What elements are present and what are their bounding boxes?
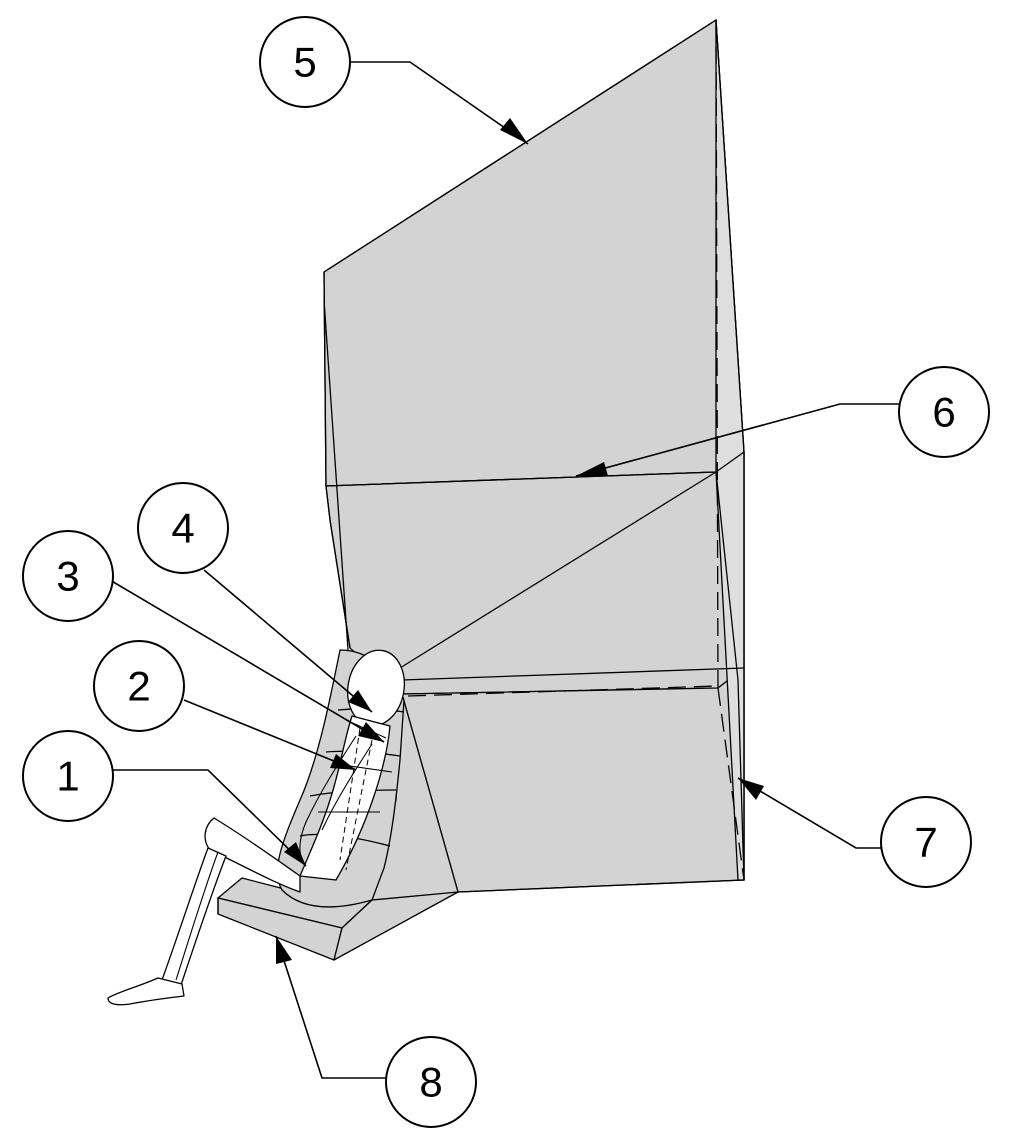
- callout-8-circle: [385, 1036, 477, 1128]
- occupant-torso-hidden: [339, 727, 373, 871]
- occupant-foot: [107, 977, 185, 1006]
- back-wall: [323, 18, 745, 893]
- callout-3: 3: [22, 530, 114, 622]
- back-wall-hidden-vertical: [715, 19, 719, 689]
- callout-7: 7: [880, 796, 972, 888]
- leader-8: [275, 935, 386, 1079]
- back-wall-inner-left-edge: [323, 299, 349, 651]
- callout-7-circle: [880, 796, 972, 888]
- arrowhead-8: [276, 936, 292, 964]
- callout-1-circle: [22, 730, 114, 822]
- callout-5: 5: [259, 16, 351, 108]
- callout-6-circle: [898, 366, 990, 458]
- callout-2-label: 2: [127, 663, 150, 710]
- occupant-shin-inner: [175, 851, 219, 981]
- leader-5: [350, 61, 529, 145]
- occupant-arm-outer: [321, 743, 373, 831]
- callout-1: 1: [22, 730, 114, 822]
- callout-4-label: 4: [171, 505, 194, 552]
- back-wall-left-edge: [323, 271, 351, 649]
- back-wall-hidden-lower: [717, 687, 745, 881]
- callout-3-circle: [22, 530, 114, 622]
- back-wall-mid-edge: [325, 471, 717, 487]
- arrowhead-7: [738, 778, 764, 800]
- leaders: [109, 61, 900, 1079]
- callout-5-circle: [259, 16, 351, 108]
- callout-2-circle: [93, 640, 185, 732]
- callout-4-circle: [137, 482, 229, 574]
- callout-8: 8: [385, 1036, 477, 1128]
- leader-3: [109, 579, 385, 743]
- occupant-shin: [161, 847, 227, 989]
- arrowhead-5: [500, 118, 528, 144]
- back-wall-diagonal-brace: [399, 471, 717, 669]
- callout-6: 6: [898, 366, 990, 458]
- callout-5-label: 5: [293, 39, 316, 86]
- arrowhead-1: [284, 842, 306, 866]
- leader-6: [575, 403, 900, 477]
- callout-8-label: 8: [419, 1059, 442, 1106]
- back-wall-mid-edge-right: [715, 451, 745, 473]
- leader-2: [183, 699, 357, 771]
- callout-2: 2: [93, 640, 185, 732]
- back-wall-base-panel: [401, 667, 745, 893]
- leader-1: [112, 769, 307, 867]
- callout-7-label: 7: [914, 819, 937, 866]
- occupant-thigh: [204, 817, 301, 893]
- back-wall-lower-cross-edge: [401, 667, 745, 681]
- back-wall-right-inner-edge: [715, 471, 745, 881]
- occupant-arm: [299, 735, 357, 861]
- callout-6-label: 6: [932, 389, 955, 436]
- leader-4: [203, 569, 373, 713]
- arrowhead-6: [576, 462, 608, 476]
- seat-base-side: [333, 891, 459, 961]
- leader-7: [737, 777, 882, 849]
- callout-1-label: 1: [56, 753, 79, 800]
- back-wall-upper-panel: [323, 19, 745, 487]
- arrowhead-2: [330, 754, 356, 770]
- seated-occupant: [107, 649, 406, 1006]
- occupant-torso: [299, 715, 391, 881]
- callout-3-label: 3: [56, 553, 79, 600]
- callouts: 5 6 4 3 2 1 7 8: [22, 16, 990, 1128]
- arrowhead-3: [358, 722, 384, 742]
- arrowhead-4: [348, 690, 372, 712]
- callout-4: 4: [137, 482, 229, 574]
